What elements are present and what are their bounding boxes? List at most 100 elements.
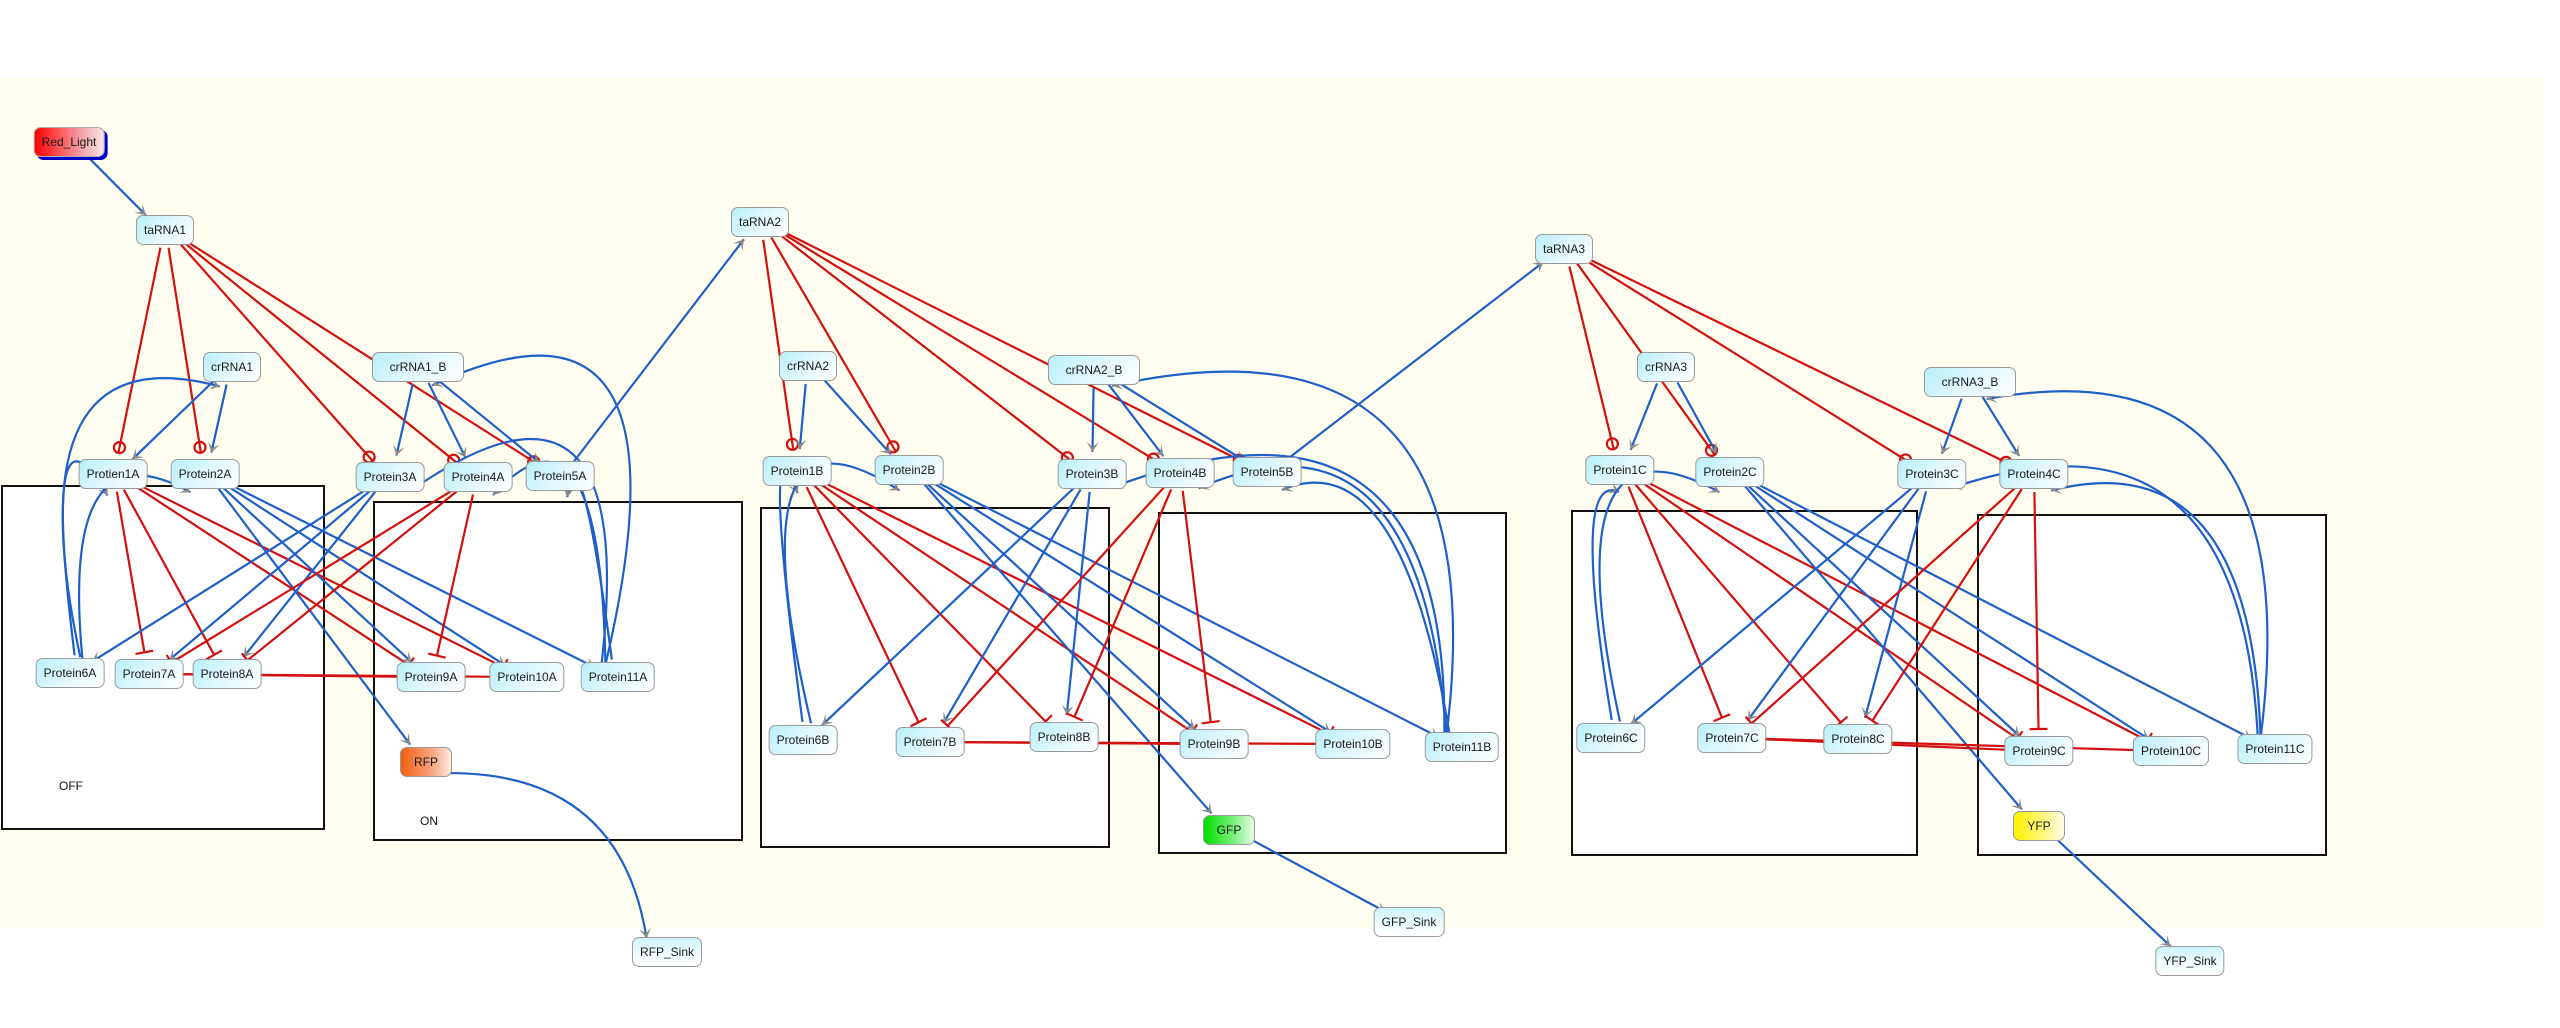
edge-line [776, 232, 1072, 462]
edge-repression [115, 491, 154, 656]
node-label: Protein11C [2245, 742, 2305, 756]
edge-line [1747, 480, 2150, 741]
repression-bar-icon [909, 717, 928, 728]
edge-line [1871, 488, 2023, 722]
node-p9c[interactable]: Protein9C [2004, 736, 2074, 766]
edge-line [1750, 485, 2019, 725]
node-label: YFP_Sink [2163, 954, 2217, 968]
edge-activation [1061, 491, 1091, 716]
edge-line [1749, 479, 2253, 741]
node-p7a[interactable]: Protein7A [114, 659, 184, 689]
node-p1a[interactable]: Protien1A [78, 459, 148, 489]
node-p5b[interactable]: Protein5B [1232, 457, 1302, 487]
edge-line [242, 490, 377, 658]
edge-line [115, 491, 146, 653]
edge-repression [1633, 482, 1849, 730]
node-p11c[interactable]: Protein11C [2237, 734, 2313, 764]
node-yfp[interactable]: YFP [2013, 811, 2065, 841]
node-p6b[interactable]: Protein6B [768, 725, 838, 755]
arrowhead-icon [2008, 725, 2020, 737]
node-p1b[interactable]: Protein1B [762, 456, 832, 486]
node-p7b[interactable]: Protein7B [895, 727, 965, 757]
node-p10b[interactable]: Protein10B [1315, 729, 1391, 759]
arrowhead-icon [562, 486, 575, 498]
edge-activation [1951, 465, 2259, 738]
node-p8a[interactable]: Protein8A [192, 659, 262, 689]
arrowhead-icon [207, 441, 220, 453]
edge-activation [783, 462, 901, 724]
node-label: GFP [1216, 823, 1242, 837]
edge-activation [393, 384, 414, 456]
repression-bar-icon [205, 649, 223, 661]
node-rfp[interactable]: RFP [400, 747, 452, 777]
node-p3c[interactable]: Protein3C [1897, 459, 1967, 489]
node-p11a[interactable]: Protein11A [580, 662, 656, 692]
edge-line [811, 482, 1047, 723]
edge-rna-repression [167, 247, 207, 454]
node-label: taRNA3 [1542, 242, 1586, 256]
node-label: Protein10A [497, 670, 557, 684]
edge-line [928, 477, 1440, 739]
node-p10a[interactable]: Protein10A [489, 662, 565, 692]
edge-activation [1630, 484, 1916, 725]
node-crrna1-b[interactable]: crRNA1_B [372, 352, 464, 382]
edge-line [427, 382, 467, 459]
edge-line [778, 230, 1159, 463]
node-crrna3[interactable]: crRNA3 [1636, 352, 1696, 382]
node-p4a[interactable]: Protein4A [443, 462, 513, 492]
node-p10c[interactable]: Protein10C [2132, 736, 2210, 766]
node-p11b[interactable]: Protein11B [1424, 732, 1500, 762]
node-crrna1[interactable]: crRNA1 [202, 352, 262, 382]
node-p2c[interactable]: Protein2C [1695, 457, 1765, 487]
node-p2b[interactable]: Protein2B [874, 455, 944, 485]
edge-rna-repression [112, 247, 162, 455]
edge-activation [1861, 491, 1928, 719]
node-label: Protein3B [1065, 467, 1119, 481]
node-tarna1[interactable]: taRNA1 [135, 215, 195, 245]
node-p3a[interactable]: Protein3A [355, 462, 425, 492]
edge-repression [427, 494, 475, 659]
node-crrna3-b[interactable]: crRNA3_B [1924, 367, 2016, 397]
node-p8b[interactable]: Protein8B [1029, 722, 1099, 752]
arrowhead-icon [178, 482, 191, 493]
node-gfp-sink[interactable]: GFP_Sink [1373, 907, 1445, 937]
arrowhead-icon [733, 239, 744, 251]
node-p5a[interactable]: Protein5A [525, 461, 595, 491]
edge-repression [1627, 486, 1731, 723]
edge-line [246, 487, 462, 662]
node-p6c[interactable]: Protein6C [1576, 723, 1646, 753]
arrowhead-icon [2008, 444, 2020, 456]
edge-line [942, 488, 1082, 724]
node-p4c[interactable]: Protein4C [1999, 459, 2069, 489]
arrowhead-icon [1986, 391, 1998, 404]
node-yfp-sink[interactable]: YFP_Sink [2155, 946, 2225, 976]
node-p3b[interactable]: Protein3B [1057, 459, 1127, 489]
node-p6a[interactable]: Protein6A [35, 658, 105, 688]
edge-activation [1248, 837, 1387, 913]
edge-activation [78, 474, 191, 659]
node-label: Protein6B [776, 733, 830, 747]
node-p8c[interactable]: Protein8C [1823, 724, 1893, 754]
node-p1c[interactable]: Protein1C [1585, 455, 1655, 485]
node-red-light[interactable]: Red_Light [33, 127, 105, 157]
node-label: Protein2B [882, 463, 936, 477]
edge-line [1582, 257, 1911, 464]
edge-line [1637, 479, 2019, 740]
node-tarna2[interactable]: taRNA2 [730, 207, 790, 237]
node-p9a[interactable]: Protein9A [396, 662, 466, 692]
node-p7c[interactable]: Protein7C [1697, 723, 1767, 753]
node-crrna2-b[interactable]: crRNA2_B [1048, 355, 1140, 385]
edge-line [2033, 491, 2040, 730]
node-crrna2[interactable]: crRNA2 [778, 351, 838, 381]
edge-activation [821, 485, 1077, 726]
node-tarna3[interactable]: taRNA3 [1534, 234, 1594, 264]
arrowhead-icon [1631, 713, 1643, 725]
node-p2a[interactable]: Protein2A [170, 459, 240, 489]
edge-line [1746, 487, 1920, 722]
node-p9b[interactable]: Protein9B [1179, 729, 1249, 759]
node-p4b[interactable]: Protein4B [1145, 458, 1215, 488]
node-label: taRNA2 [738, 215, 782, 229]
compartment-box-a-off [1, 485, 325, 830]
node-rfp-sink[interactable]: RFP_Sink [631, 937, 703, 967]
node-gfp[interactable]: GFP [1203, 815, 1255, 845]
